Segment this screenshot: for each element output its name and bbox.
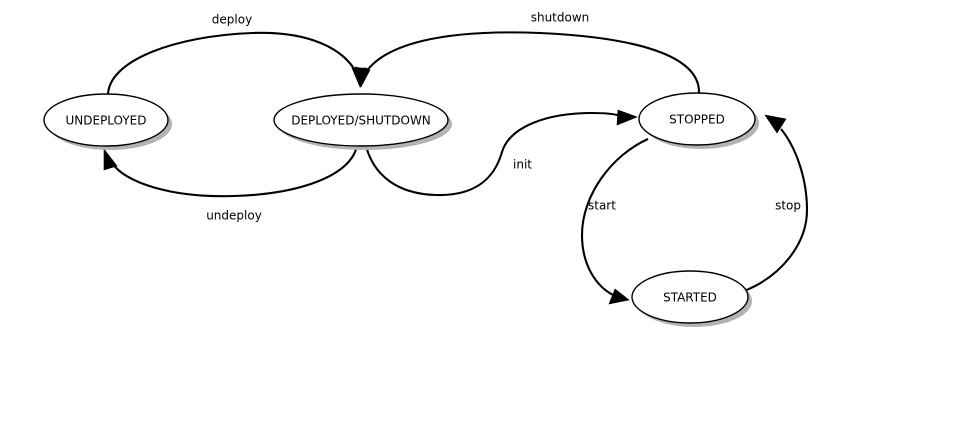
edge-stop-arrowhead [764, 114, 787, 134]
edge-init-label: init [513, 158, 532, 172]
edge-shutdown-path [365, 31, 701, 94]
edge-undeploy-label: undeploy [206, 209, 262, 223]
state-node-undeployed[interactable]: UNDEPLOYED [43, 93, 172, 150]
state-node-stopped-ellipse [638, 92, 756, 146]
edge-undeploy[interactable]: undeploy [103, 145, 359, 223]
edge-start-label: start [588, 199, 616, 213]
edge-init[interactable]: init [364, 109, 638, 197]
state-node-started-label: STARTED [663, 291, 717, 305]
edge-start[interactable]: start [580, 138, 649, 305]
edge-init-arrowhead [616, 109, 638, 126]
edge-stop-path [743, 128, 809, 292]
state-node-stopped-label: STOPPED [669, 113, 725, 127]
state-node-deployed-shutdown-ellipse [273, 93, 449, 147]
edge-undeploy-arrowhead [103, 148, 118, 171]
edge-deploy-path [106, 31, 358, 95]
state-node-started[interactable]: STARTED [631, 270, 752, 327]
edge-shutdown[interactable]: shutdown [354, 11, 701, 94]
state-node-started-ellipse [631, 270, 749, 324]
edge-undeploy-path [111, 145, 359, 198]
edge-shutdown-label: shutdown [531, 11, 590, 25]
edge-stop[interactable]: stop [743, 114, 809, 292]
state-node-stopped[interactable]: STOPPED [638, 92, 759, 149]
state-node-deployed-shutdown[interactable]: DEPLOYED/SHUTDOWN [273, 93, 452, 150]
edge-start-path [580, 138, 649, 296]
edge-shutdown-arrowhead [354, 66, 371, 88]
edge-init-path [364, 111, 622, 197]
edge-deploy-label: deploy [212, 13, 252, 27]
edge-start-arrowhead [608, 288, 630, 305]
state-node-undeployed-ellipse [43, 93, 169, 147]
edge-deploy[interactable]: deploy [106, 13, 368, 95]
state-node-undeployed-label: UNDEPLOYED [65, 114, 146, 128]
edge-stop-label: stop [775, 199, 801, 213]
state-node-deployed-shutdown-label: DEPLOYED/SHUTDOWN [291, 114, 431, 128]
